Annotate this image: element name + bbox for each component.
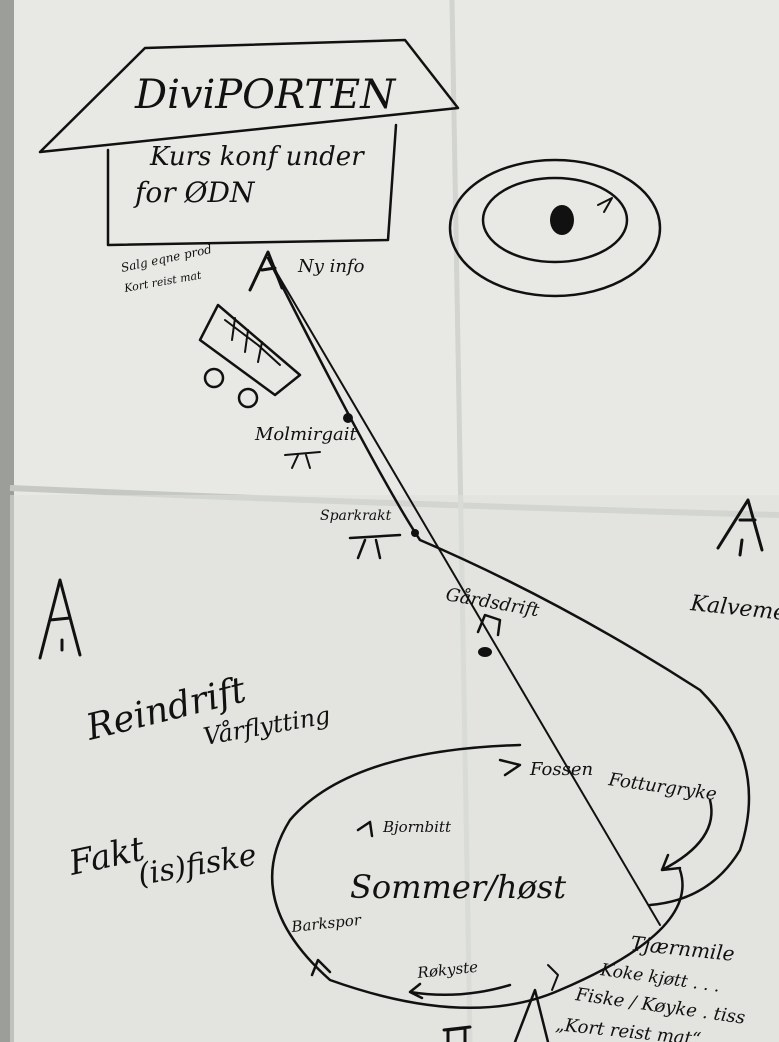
target-icon	[448, 158, 662, 298]
house-title: DiviPORTEN	[134, 72, 397, 118]
sommer-host-label: Sommer/høst	[350, 868, 566, 906]
lavvo-icon	[38, 578, 82, 660]
fossen-label: Fossen	[529, 759, 593, 780]
sparkrakt-label: Sparkrakt	[320, 508, 392, 524]
ny-info-label: Ny info	[297, 256, 365, 277]
diviporten-house: DiviPORTEN Kurs konf under for ØDN	[38, 38, 460, 247]
lavvo-icon	[716, 498, 764, 557]
molmirgait-label: Molmirgait	[254, 424, 357, 445]
house-line2: for ØDN	[133, 176, 256, 209]
house-line1: Kurs konf under	[149, 142, 365, 172]
summer-loop	[270, 743, 684, 1010]
bus-icon	[198, 303, 302, 409]
route-line	[267, 257, 661, 926]
route-loop	[266, 256, 751, 907]
lavvo-icon	[248, 250, 284, 292]
bjornbitt-label: Bjornbitt	[382, 818, 452, 836]
